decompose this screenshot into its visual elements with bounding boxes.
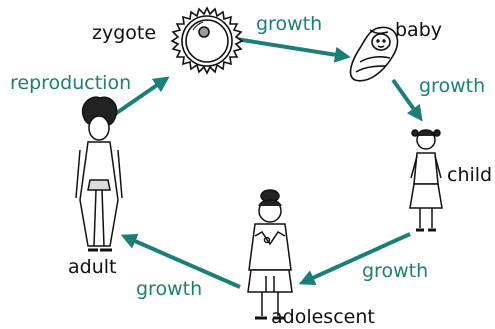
label-child: child bbox=[447, 166, 492, 185]
label-adult: adult bbox=[68, 258, 116, 277]
adult-illustration bbox=[76, 97, 122, 250]
zygote-illustration bbox=[172, 8, 242, 73]
arrow-baby-to-child bbox=[393, 80, 418, 115]
adolescent-illustration bbox=[248, 190, 292, 318]
label-zygote: zygote bbox=[92, 24, 156, 43]
label-growth-child-to-adolescent: growth bbox=[362, 262, 428, 281]
baby-illustration bbox=[351, 27, 398, 80]
arrow-zygote-to-baby bbox=[236, 39, 343, 56]
label-growth-baby-to-child: growth bbox=[419, 77, 485, 96]
label-adolescent: adolescent bbox=[271, 308, 375, 327]
label-growth-zygote-to-baby: growth bbox=[256, 15, 322, 34]
label-reproduction: reproduction bbox=[10, 74, 131, 93]
child-illustration bbox=[410, 130, 442, 230]
label-baby: baby bbox=[395, 21, 442, 40]
label-growth-adolescent-to-adult: growth bbox=[136, 280, 202, 299]
